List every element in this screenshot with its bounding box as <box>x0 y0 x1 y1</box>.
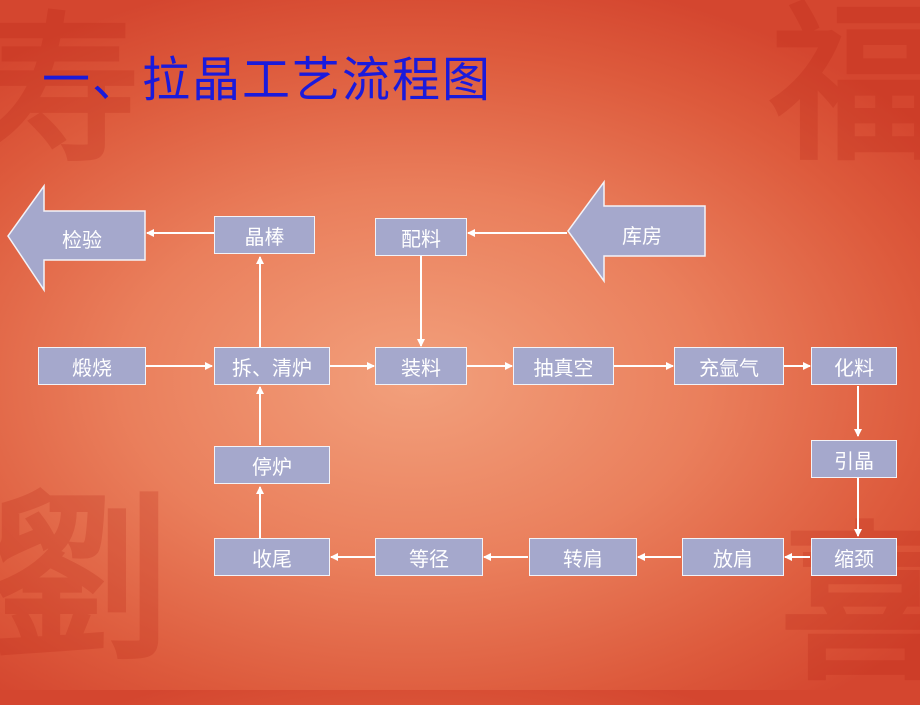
node-zhuanjian: 转肩 <box>529 538 637 576</box>
node-fangjian: 放肩 <box>682 538 784 576</box>
node-zhuangliao: 装料 <box>375 347 467 385</box>
node-suojing: 缩颈 <box>811 538 897 576</box>
node-chongyaqi: 充氩气 <box>674 347 784 385</box>
node-chouzhenkong: 抽真空 <box>513 347 614 385</box>
flow-arrows <box>0 0 920 690</box>
node-shouwei: 收尾 <box>214 538 330 576</box>
node-chai-qinglu: 拆、清炉 <box>214 347 330 385</box>
node-hualiao: 化料 <box>811 347 897 385</box>
node-duanshao: 煅烧 <box>38 347 146 385</box>
node-yinjing: 引晶 <box>811 440 897 478</box>
big-arrow-label-jianyan: 检验 <box>62 224 102 253</box>
node-jingbang: 晶棒 <box>214 216 315 254</box>
node-tinglu: 停炉 <box>214 446 330 484</box>
node-dengjing: 等径 <box>375 538 483 576</box>
node-peiliao: 配料 <box>375 218 467 256</box>
big-arrow-label-kufang: 库房 <box>622 220 662 249</box>
